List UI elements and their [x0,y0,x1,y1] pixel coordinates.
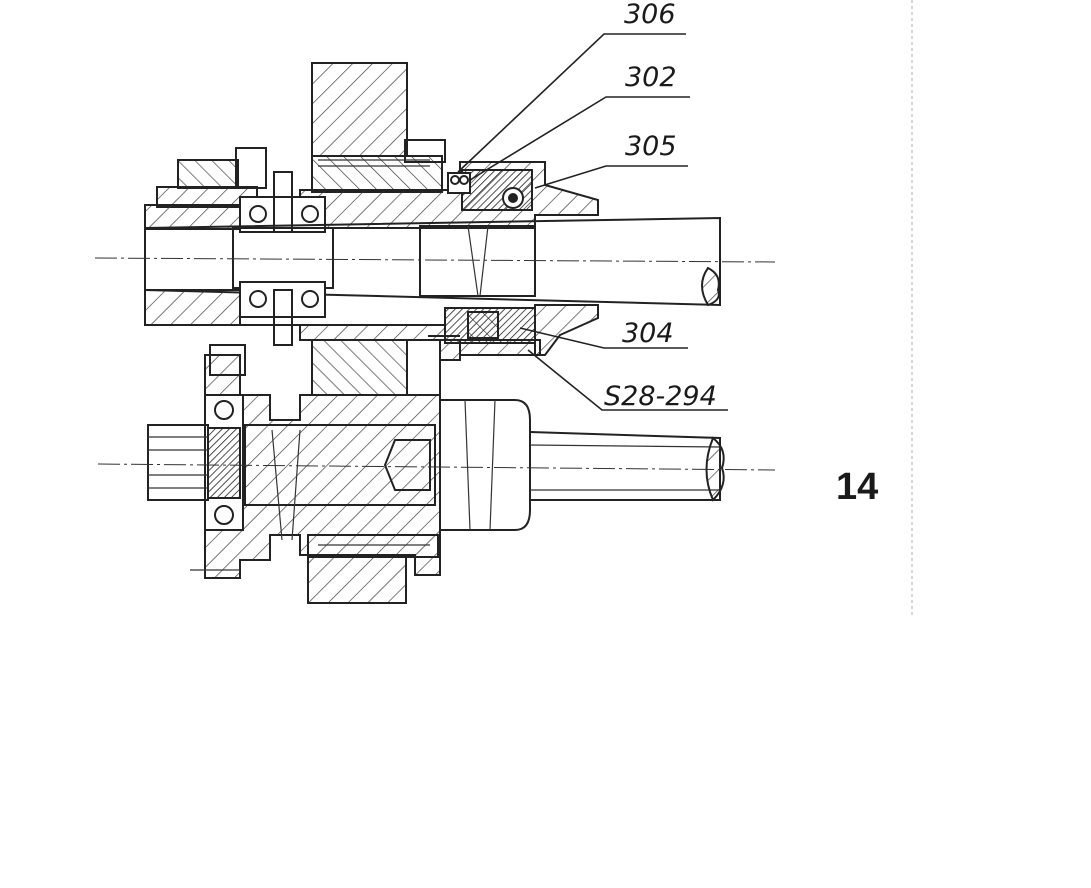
upper-gear-block [311,62,408,157]
callout-305: 305 [625,131,677,162]
page-number: 14 [836,466,878,508]
callout-306: 306 [624,0,676,30]
callout-302: 302 [625,62,677,93]
leader-302 [469,96,690,181]
leader-305 [534,165,688,189]
lower-shaft-assembly [97,339,776,604]
leader-lines [457,33,728,411]
leader-s28-294 [527,349,728,411]
upper-shaft-assembly [94,62,776,356]
lower-gear-block [307,554,407,604]
leader-306 [457,33,686,173]
leader-304 [519,327,688,349]
callout-s28-294: S28-294 [604,381,717,412]
callout-304: 304 [622,318,674,349]
